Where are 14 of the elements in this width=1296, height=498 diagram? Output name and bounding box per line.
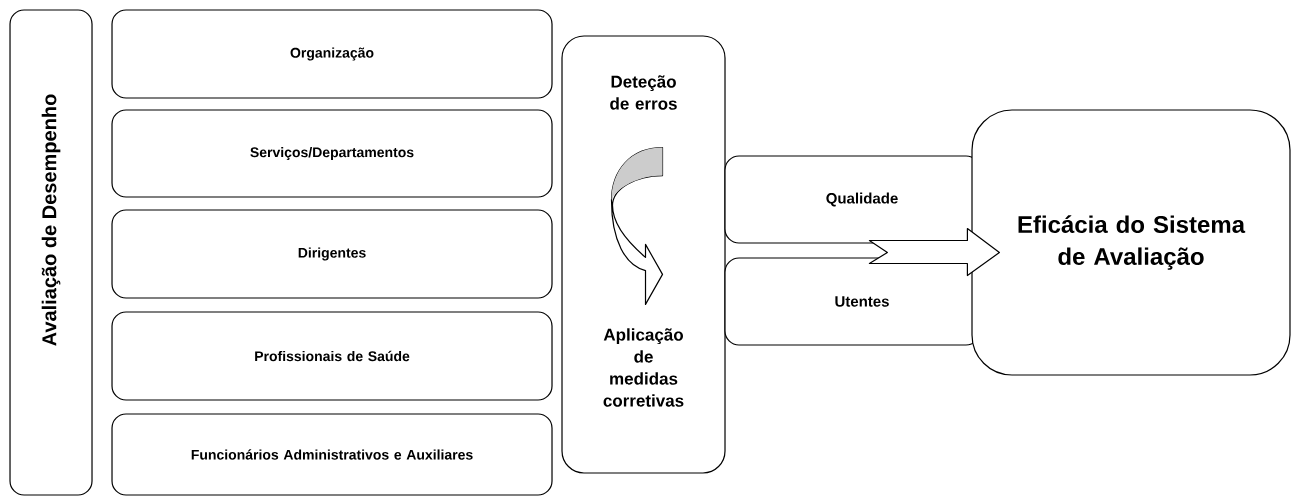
process-box: Serviços/Departamentos	[111, 109, 553, 198]
result-box: Eficácia do Sistema de Avaliação	[971, 109, 1291, 376]
empty-box	[561, 35, 726, 474]
category-box: Avaliação de Desempenho	[9, 9, 93, 496]
process-box: Organização	[111, 9, 553, 99]
step-label: Aplicação de medidas corretivas	[603, 328, 684, 407]
block-arrow	[868, 227, 1000, 277]
curved-arrow	[610, 147, 664, 305]
input-box: Utentes	[724, 257, 981, 346]
input-box: Qualidade	[724, 155, 981, 244]
process-box: Profissionais de Saúde	[111, 311, 553, 401]
step-label: Deteção de erros	[610, 75, 677, 110]
process-box: Funcionários Administrativos e Auxiliares	[111, 413, 553, 496]
process-box: Dirigentes	[111, 209, 553, 299]
